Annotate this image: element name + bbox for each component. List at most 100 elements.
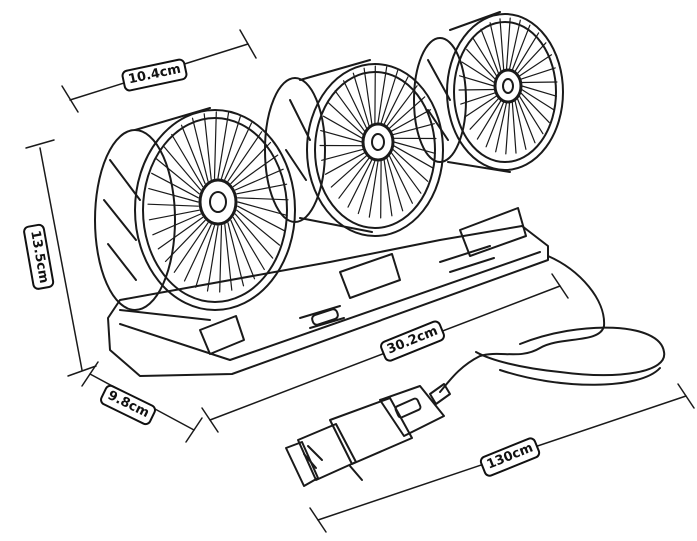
fan-blade xyxy=(377,66,388,124)
fan-blade xyxy=(511,101,517,154)
fan-right xyxy=(413,11,564,173)
fan-blade xyxy=(164,219,206,263)
fan-blade xyxy=(157,216,204,250)
fan-blade xyxy=(380,69,399,124)
fan-blade xyxy=(383,159,393,217)
fan-blade xyxy=(505,102,511,155)
fan-blade xyxy=(514,99,527,150)
fan-blade xyxy=(234,213,274,259)
fan-blade xyxy=(386,157,404,212)
fan-blade xyxy=(232,216,265,271)
fan-blade xyxy=(480,28,500,75)
fan-blade xyxy=(511,24,531,71)
fan-blade xyxy=(347,159,373,208)
fan-blade xyxy=(206,225,219,292)
fan-blade xyxy=(363,67,373,125)
fan-blade xyxy=(173,222,209,273)
fan-blade xyxy=(343,80,368,129)
fan-blade xyxy=(230,219,256,280)
fan-blade xyxy=(236,209,281,246)
fan-blade xyxy=(217,112,230,179)
fan-blade xyxy=(151,172,199,199)
fan-blade xyxy=(183,224,212,282)
fan-blade xyxy=(147,203,199,207)
fan-blade xyxy=(213,111,217,179)
fan-blade xyxy=(334,90,366,132)
fan-blade xyxy=(390,109,432,132)
fan-blades xyxy=(147,17,558,293)
fan-blade xyxy=(191,117,209,182)
fan-blade xyxy=(508,19,521,70)
fan-blade xyxy=(460,92,496,105)
fan-blade xyxy=(392,123,435,136)
fan-blade xyxy=(499,18,505,71)
fan-blade xyxy=(171,133,204,188)
fan-blade xyxy=(485,101,505,148)
fan-blade xyxy=(195,225,216,288)
fan-blade xyxy=(393,145,434,169)
fan-blade xyxy=(521,85,558,97)
fan-blade xyxy=(476,99,502,140)
fan-blade xyxy=(383,76,409,125)
fan-blade xyxy=(463,95,498,118)
fan-blade xyxy=(495,102,508,153)
fan-blade xyxy=(224,122,253,180)
fan-left xyxy=(94,107,296,321)
fan-blade xyxy=(393,141,436,154)
fan-blade xyxy=(148,188,199,203)
fan-blade xyxy=(514,32,540,73)
fan-blade xyxy=(392,148,429,182)
fan-blade xyxy=(224,224,233,291)
fan-blade xyxy=(520,67,556,80)
fan-blade xyxy=(237,205,285,232)
fan-blade xyxy=(466,48,496,80)
fan-blade xyxy=(152,213,202,236)
fan-blade xyxy=(505,17,511,70)
fan-blade xyxy=(232,154,279,188)
fan-blade xyxy=(357,160,376,215)
fan-blade xyxy=(162,145,202,191)
fan-blade xyxy=(155,158,200,195)
fan-blade xyxy=(324,152,366,175)
fan-blade xyxy=(388,96,426,129)
fan-blade xyxy=(227,131,263,182)
fan-blade xyxy=(472,37,498,77)
fan-blade xyxy=(227,222,245,287)
fan-blade xyxy=(236,183,288,195)
power-cable xyxy=(429,255,666,405)
fan-blade xyxy=(516,42,547,75)
fan-blade xyxy=(459,75,495,87)
dimension-lines xyxy=(25,29,695,533)
fan-blade xyxy=(521,88,555,111)
fan-blade xyxy=(322,115,363,139)
fan-blade xyxy=(219,225,223,293)
fan-blade xyxy=(237,201,288,216)
fan-blade xyxy=(489,22,502,73)
fan-blade xyxy=(520,92,550,124)
fan-blade xyxy=(521,81,558,84)
fan-blade xyxy=(220,116,241,179)
fan-blade xyxy=(469,97,500,130)
fan-blade xyxy=(518,95,544,135)
fan-blade xyxy=(388,155,413,204)
fan-blade xyxy=(330,155,368,188)
cigarette-lighter-plug xyxy=(285,385,445,487)
fan-blade xyxy=(203,113,212,180)
fan-blade xyxy=(321,148,364,161)
fan-blade xyxy=(368,160,379,218)
fan-blade xyxy=(327,102,364,136)
fan-blade xyxy=(338,157,370,199)
fan-blade xyxy=(237,197,289,201)
fan-blade xyxy=(518,54,553,77)
fan-blade xyxy=(230,141,272,185)
fan-blade xyxy=(461,61,495,84)
fan-blade xyxy=(320,130,363,143)
fan-blade xyxy=(386,85,418,127)
fan-blade xyxy=(352,72,370,127)
fan-blade xyxy=(180,124,206,185)
fan-blade xyxy=(148,209,200,221)
fan-blade xyxy=(458,88,495,91)
fan-base xyxy=(107,207,549,377)
